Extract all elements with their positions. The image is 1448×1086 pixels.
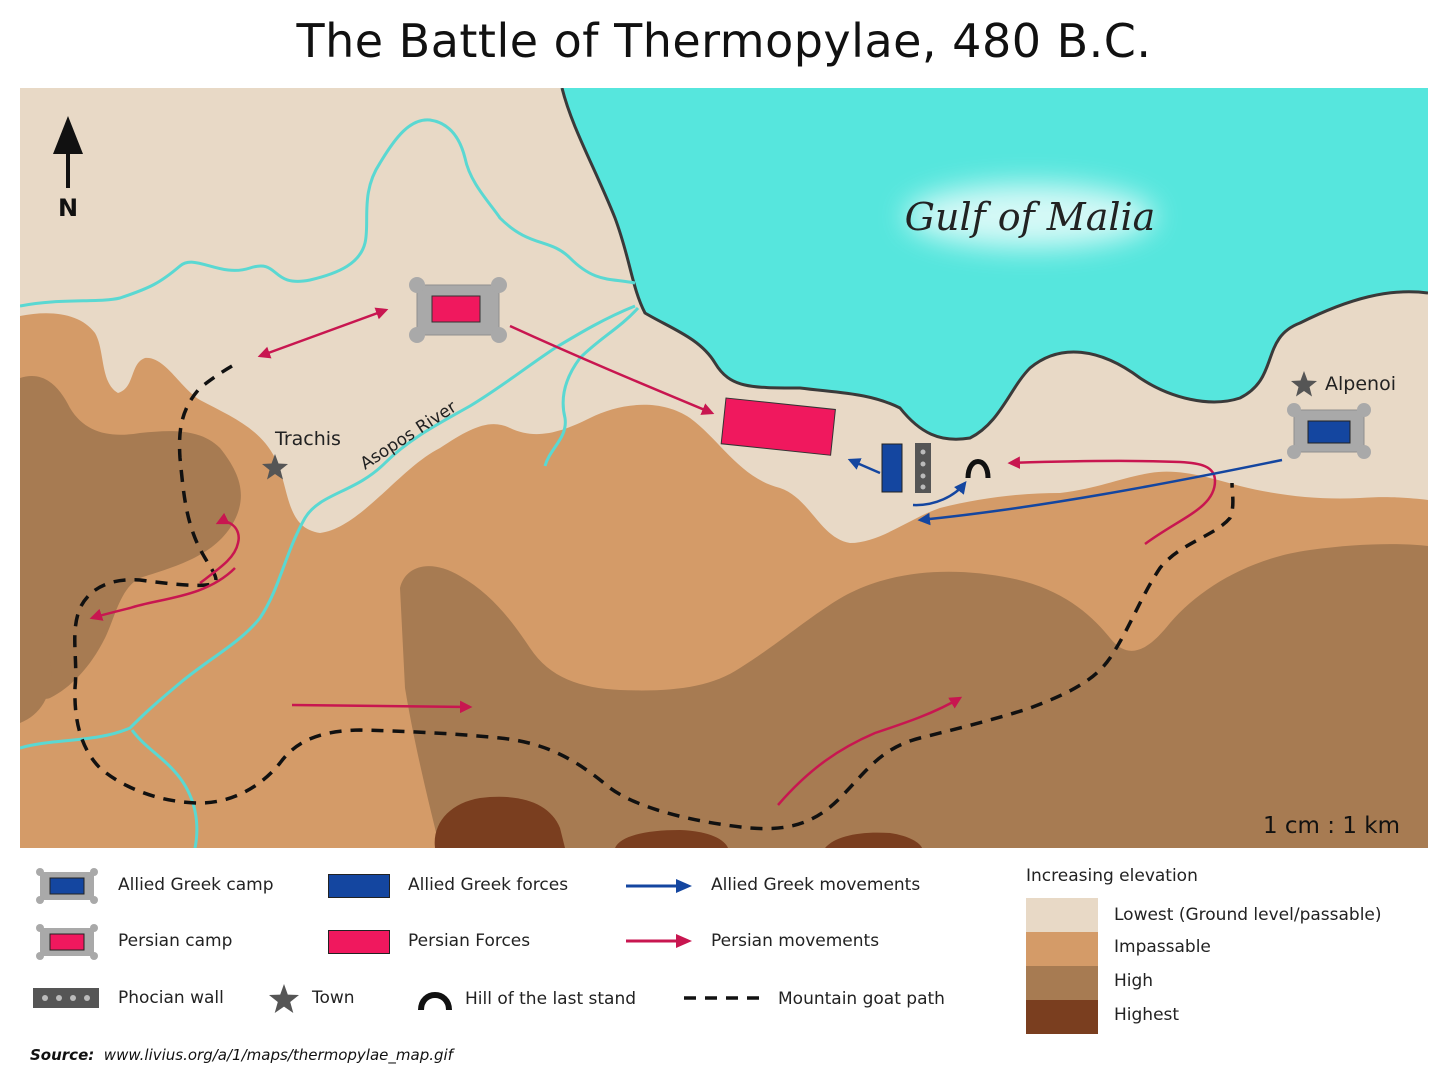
legend-phocian-wall-label: Phocian wall (118, 988, 224, 1008)
river-south-branch (130, 729, 199, 848)
allied-arrow-retreat (917, 458, 1283, 526)
high-terrain-far-west (20, 608, 52, 723)
persian-arrow-hills-north (199, 512, 240, 585)
elevation-legend-title: Increasing elevation (1026, 866, 1198, 886)
rivers (20, 118, 640, 848)
persian-camp (409, 277, 507, 343)
legend-phocian-wall-icon (33, 988, 99, 1008)
legend-allied-camp-label: Allied Greek camp (118, 875, 274, 895)
legend-persian-forces-label: Persian Forces (408, 931, 531, 951)
persian-arrow-to-pass (509, 324, 715, 415)
persian-arrow-south (291, 700, 473, 714)
source-note: Source: www.livius.org/a/1/maps/thermopy… (30, 1046, 453, 1064)
map-scale: 1 cm : 1 km (1263, 813, 1400, 839)
legend-hill-label: Hill of the last stand (465, 989, 637, 1009)
elevation-swatch-highest (1026, 1000, 1098, 1034)
highest-terrain (434, 796, 565, 848)
high-terrain-east (400, 544, 1428, 848)
gulf-of-malia (562, 88, 1428, 440)
town-icon-alpenoi (1291, 371, 1317, 397)
legend-persian-movements-label: Persian movements (711, 931, 880, 951)
legend-town-icon (269, 984, 299, 1013)
page-title: The Battle of Thermopylae, 480 B.C. (296, 14, 1152, 68)
legend-persian-camp-label: Persian camp (118, 931, 233, 951)
legend-allied-forces-label: Allied Greek forces (408, 875, 569, 895)
legend-hill-icon (418, 992, 452, 1011)
persian-arrow-flank-west (89, 567, 236, 621)
north-arrow-icon (53, 116, 83, 188)
source-label: Source: (30, 1046, 95, 1064)
elevation-swatch-impassable (1026, 932, 1098, 966)
town-icon-trachis (262, 454, 288, 480)
persian-forces (720, 397, 836, 456)
river-east-branch (543, 306, 640, 467)
legend-persian-forces-icon (328, 930, 390, 954)
legend-town-label: Town (312, 988, 355, 1008)
sea-label: Gulf of Malia (905, 195, 1156, 239)
allied-greek-forces (881, 443, 903, 493)
legend-persian-movements-icon (626, 934, 692, 948)
source-url: www.livius.org/a/1/maps/thermopylae_map.… (103, 1046, 453, 1064)
persian-arrow-rear (1007, 456, 1217, 546)
allied-arrow-hill (912, 481, 967, 507)
legend-persian-camp-icon (36, 924, 98, 960)
allied-camp (1287, 403, 1371, 459)
persian-arrow-camp-west (257, 307, 389, 359)
legend-allied-movements-icon (626, 879, 692, 893)
legend-goat-path-label: Mountain goat path (778, 989, 945, 1009)
elevation-swatch-lowest (1026, 898, 1098, 932)
legend-goat-path-icon (684, 996, 760, 1000)
elevation-label-highest: Highest (1114, 1005, 1180, 1025)
elevation-label-lowest: Lowest (Ground level/passable) (1114, 905, 1382, 925)
river-north-branch (20, 118, 636, 308)
sea-label-glow (905, 184, 1155, 248)
allied-arrow-west (847, 458, 881, 475)
persian-movements (89, 307, 1217, 806)
asopos-river (20, 304, 636, 750)
elevation-label-impassable: Impassable (1114, 937, 1211, 957)
elevation-swatch-high (1026, 966, 1098, 1000)
battle-map: Gulf of Malia Asopos River (20, 88, 1428, 848)
legend-allied-movements-label: Allied Greek movements (711, 875, 921, 895)
persian-arrow-southeast (777, 696, 963, 806)
legend-allied-forces-icon (328, 874, 390, 898)
coastline (560, 88, 1428, 441)
phocian-wall (915, 443, 931, 493)
highest-terrain-2 (615, 830, 728, 848)
town-label-trachis: Trachis (274, 428, 341, 450)
legend-allied-camp-icon (36, 868, 98, 904)
hill-of-last-stand (965, 459, 991, 479)
town-label-alpenoi: Alpenoi (1325, 373, 1396, 395)
allied-movements (847, 458, 1283, 526)
elevation-label-high: High (1114, 971, 1154, 991)
highest-terrain-3 (825, 832, 922, 848)
north-label: N (58, 194, 78, 222)
